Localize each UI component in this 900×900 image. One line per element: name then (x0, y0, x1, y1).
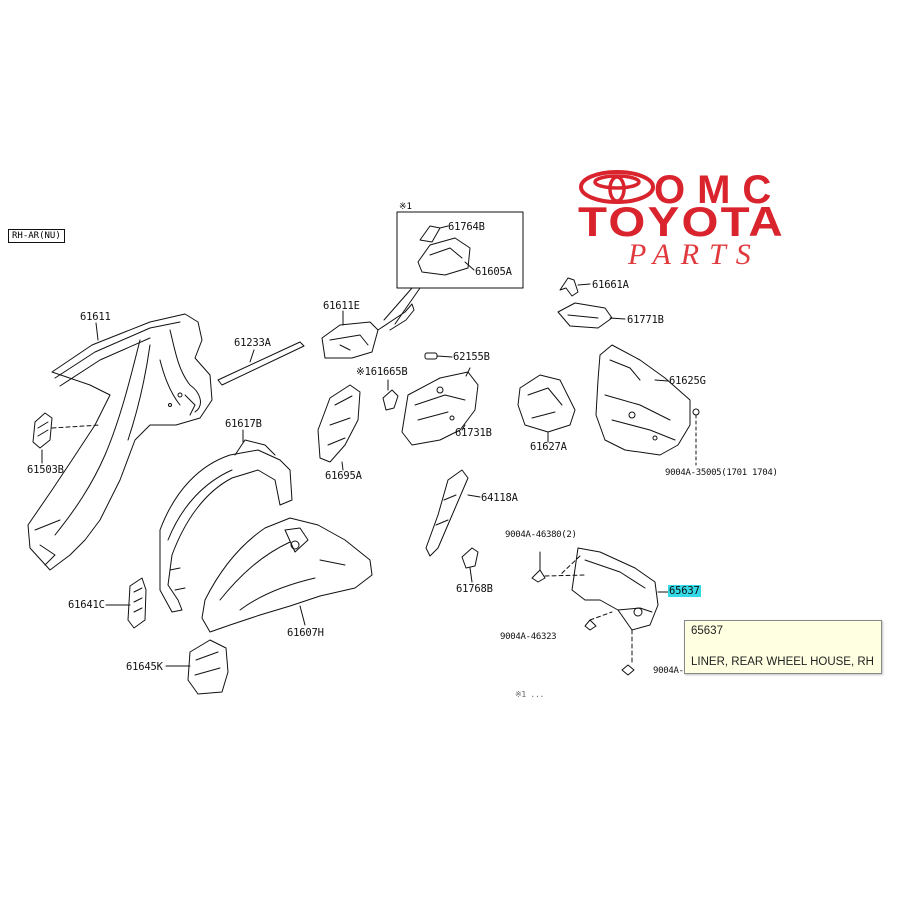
label-9004A-46323[interactable]: 9004A-46323 (500, 632, 557, 642)
toyota-emblem-icon (579, 170, 655, 204)
part-61607H[interactable] (201, 517, 373, 633)
region-code-box: RH-AR(NU) (8, 229, 65, 243)
tooltip-part-code: 65637 (691, 625, 723, 637)
part-61695A[interactable] (317, 384, 361, 471)
label-61627A[interactable]: 61627A (530, 441, 567, 453)
quarter-panel-outer[interactable] (27, 313, 213, 571)
detail-box (396, 211, 524, 289)
note-mark: ※1 (399, 202, 412, 212)
logo-parts-text: PARTS (628, 238, 761, 271)
label-61607H[interactable]: 61607H (287, 627, 324, 639)
label-61764B[interactable]: 61764B (448, 221, 485, 233)
label-61695A[interactable]: 61695A (325, 470, 362, 482)
label-62155B[interactable]: 62155B (453, 351, 490, 363)
label-61661A[interactable]: 61661A (592, 279, 629, 291)
label-61605A[interactable]: 61605A (475, 266, 512, 278)
label-61503B[interactable]: 61503B (27, 464, 64, 476)
label-65637[interactable]: 65637 (668, 585, 701, 597)
tooltip-part-description: LINER, REAR WHEEL HOUSE, RH (691, 656, 874, 668)
label-61731B[interactable]: 61731B (455, 427, 492, 439)
part-61661A[interactable] (559, 277, 591, 297)
logo-omc-text: OMC (654, 168, 784, 212)
label-61645K[interactable]: 61645K (126, 661, 163, 673)
highlighted-part-code[interactable]: 65637 (668, 585, 701, 597)
label-9004A-bottom[interactable]: 9004A- (653, 666, 684, 676)
label-61611E[interactable]: 61611E (323, 300, 360, 312)
label-61625G[interactable]: 61625G (669, 375, 706, 387)
part-61665B[interactable] (382, 379, 399, 411)
part-65637[interactable] (531, 547, 669, 676)
part-tooltip: 65637 LINER, REAR WHEEL HOUSE, RH (684, 620, 882, 674)
omc-toyota-logo: OMC TOYOTA PARTS (578, 168, 873, 271)
part-62155B[interactable] (424, 352, 453, 360)
part-61627A[interactable] (517, 374, 576, 443)
label-64118A[interactable]: 64118A (481, 492, 518, 504)
label-61771B[interactable]: 61771B (627, 314, 664, 326)
logo-toyota-text: TOYOTA (578, 198, 785, 245)
part-61625G[interactable] (595, 344, 700, 466)
part-61731B[interactable] (401, 367, 479, 446)
label-61768B[interactable]: 61768B (456, 583, 493, 595)
label-61665B[interactable]: ※161665B (356, 366, 408, 378)
footnote: ※1 ... (515, 690, 544, 699)
part-61233A[interactable] (217, 341, 305, 386)
part-61503B[interactable] (32, 412, 101, 464)
part-61617B[interactable] (159, 429, 293, 613)
label-61617B[interactable]: 61617B (225, 418, 262, 430)
part-61768B[interactable] (461, 547, 479, 583)
part-61641C[interactable] (105, 577, 147, 629)
label-61233A[interactable]: 61233A (234, 337, 271, 349)
label-9004A-35005[interactable]: 9004A-35005(1701 1704) (665, 468, 778, 478)
part-61771B[interactable] (557, 302, 626, 329)
part-64118A[interactable] (425, 469, 481, 557)
label-9004A-46380[interactable]: 9004A-46380(2) (505, 530, 577, 540)
part-61645K[interactable] (165, 639, 229, 695)
label-61641C[interactable]: 61641C (68, 599, 105, 611)
label-61611[interactable]: 61611 (80, 311, 111, 323)
part-61611E[interactable] (321, 287, 421, 359)
